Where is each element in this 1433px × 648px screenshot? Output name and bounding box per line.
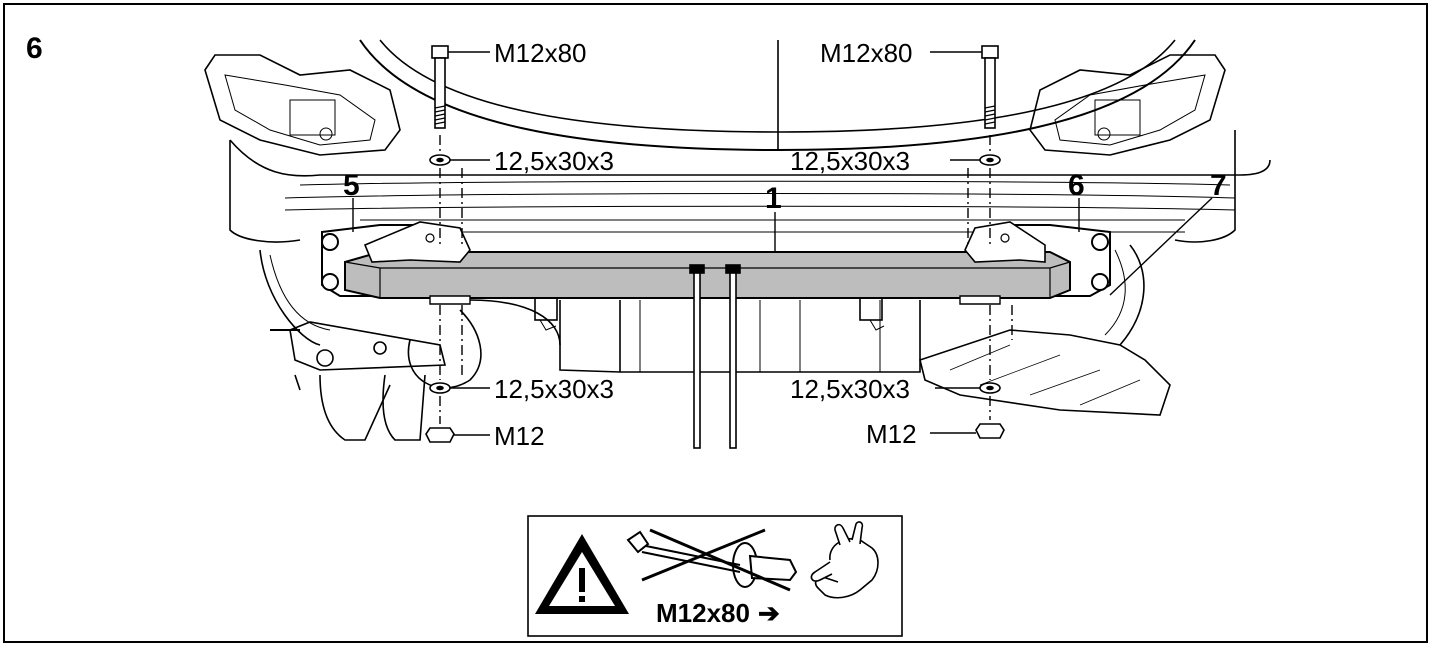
bolt-head-right [981,45,999,59]
label-bolt-left: M12x80 [494,38,587,68]
label-nut-right: M12 [866,419,917,449]
warning-triangle-icon [535,534,629,614]
step-number: 6 [26,32,43,65]
torque-warning-box: M12x80 ➔ [527,515,903,637]
label-washer-bottom-left: 12,5x30x3 [494,374,614,404]
leader-lines [352,51,1213,436]
label-bolt-right: M12x80 [820,38,913,68]
callout-5: 5 [343,169,360,202]
warning-arrow: ➔ [758,598,780,628]
splash-shield [919,329,1171,416]
callout-6: 6 [1068,169,1085,202]
callout-7: 7 [1210,169,1227,202]
label-washer-top-left: 12,5x30x3 [494,146,614,176]
electrical-harness [689,264,741,449]
label-washer-bottom-right: 12,5x30x3 [790,374,910,404]
label-washer-top-right: 12,5x30x3 [790,146,910,176]
nut-left [425,427,455,443]
warning-bolt-label: M12x80 [656,598,750,628]
callout-1: 1 [765,182,782,215]
rear-suspension-arm [270,321,447,441]
crossbeam [321,221,1111,305]
nut-right [975,423,1005,439]
diagram-frame [3,3,1428,643]
left-fastener-stack [425,45,455,443]
bolt-head-left [431,45,449,59]
hand-tighten-icon [810,521,879,599]
label-nut-left: M12 [494,421,545,451]
right-fastener-stack [975,45,1005,439]
car-body [204,39,1271,346]
crossed-out-impact-wrench-icon [626,528,798,592]
